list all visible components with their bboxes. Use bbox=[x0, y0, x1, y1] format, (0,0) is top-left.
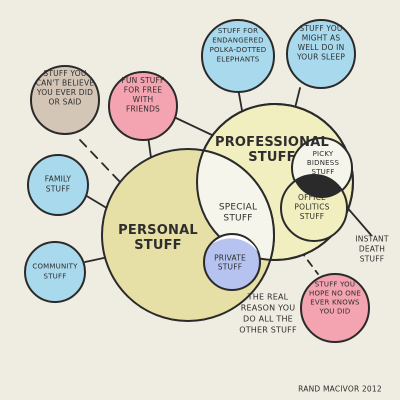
private-circle bbox=[203, 233, 261, 291]
connector-instant-death bbox=[344, 204, 372, 236]
connector-fun-professional bbox=[175, 117, 213, 136]
credit-label: RAND MACIVOR 2012 bbox=[298, 385, 382, 394]
believe-circle bbox=[30, 65, 100, 135]
private-highlight bbox=[212, 235, 258, 252]
community-circle bbox=[24, 241, 86, 303]
fun-circle bbox=[108, 71, 178, 141]
sleep-circle bbox=[286, 19, 356, 89]
hope-circle bbox=[300, 273, 370, 343]
special-region bbox=[197, 149, 274, 260]
connector-believe bbox=[79, 139, 121, 183]
elephants-circle bbox=[201, 19, 275, 93]
family-circle bbox=[27, 154, 89, 216]
